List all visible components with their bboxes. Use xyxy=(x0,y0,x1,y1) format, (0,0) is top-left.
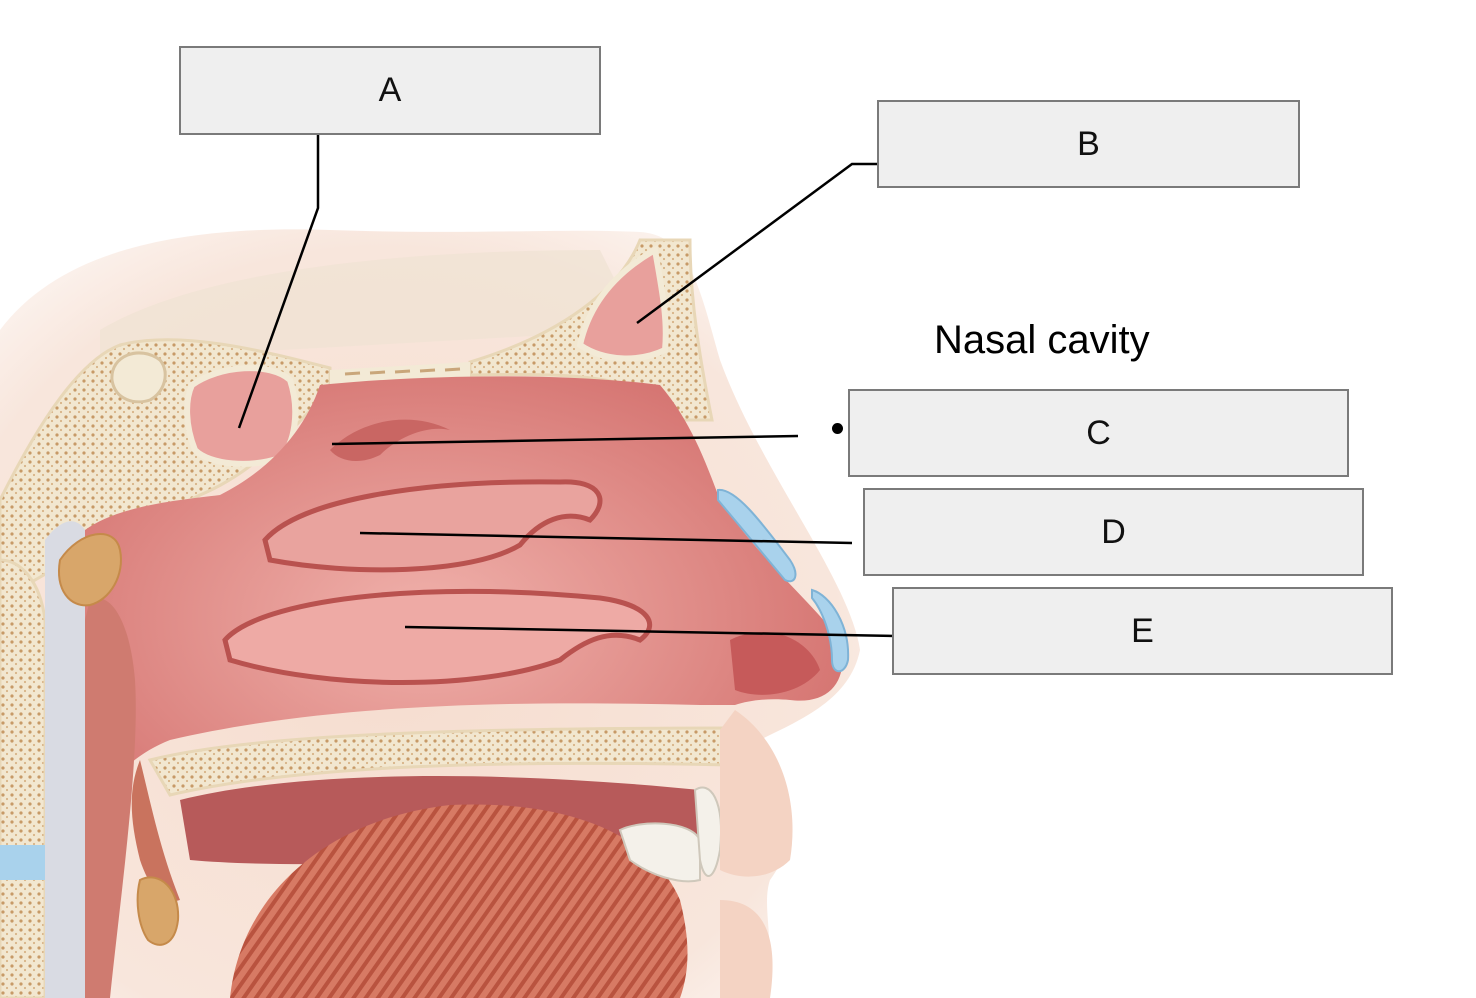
label-a-text: A xyxy=(378,71,402,109)
label-box-c[interactable]: C xyxy=(848,389,1349,477)
lower-lip xyxy=(720,900,773,998)
soft-palate xyxy=(131,760,180,901)
label-box-b[interactable]: B xyxy=(877,100,1300,188)
middle-concha xyxy=(262,479,603,573)
label-b-text: B xyxy=(1077,124,1100,163)
leader-line-d xyxy=(359,531,853,545)
pharynx-wall xyxy=(45,521,85,998)
label-e-text: E xyxy=(1131,611,1154,650)
sphenoid-sinus xyxy=(184,365,299,467)
leader-lines xyxy=(237,133,896,638)
label-c-text: C xyxy=(1086,413,1111,452)
vertebra xyxy=(0,558,47,998)
frontal-sinus xyxy=(576,245,669,362)
label-d-text: D xyxy=(1101,512,1126,551)
label-box-d[interactable]: D xyxy=(863,488,1364,576)
bullet-dot xyxy=(832,423,843,434)
label-box-a[interactable]: A xyxy=(179,46,601,135)
leader-line-a xyxy=(237,133,320,429)
sella-turcica xyxy=(110,351,167,404)
nasal-cavity-heading: Nasal cavity xyxy=(934,318,1150,362)
palatine-tonsil xyxy=(136,876,180,946)
pharyngeal-muscle xyxy=(85,598,136,998)
leader-line-c xyxy=(331,434,799,446)
tongue xyxy=(230,804,688,998)
inferior-concha xyxy=(222,588,653,685)
leader-line-e xyxy=(404,625,896,638)
pharyngeal-tonsil xyxy=(58,533,122,607)
nasal-cartilage-upper xyxy=(717,488,797,583)
label-box-e[interactable]: E xyxy=(892,587,1393,675)
intervertebral-disc xyxy=(0,845,45,880)
nasal-cartilage-lower xyxy=(811,588,850,673)
leader-line-b xyxy=(636,162,880,325)
superior-concha xyxy=(330,419,450,462)
cranial-region xyxy=(100,250,640,360)
nasal-vestibule xyxy=(730,631,820,695)
cribriform-dashes xyxy=(344,367,461,376)
upper-lip xyxy=(720,710,793,877)
